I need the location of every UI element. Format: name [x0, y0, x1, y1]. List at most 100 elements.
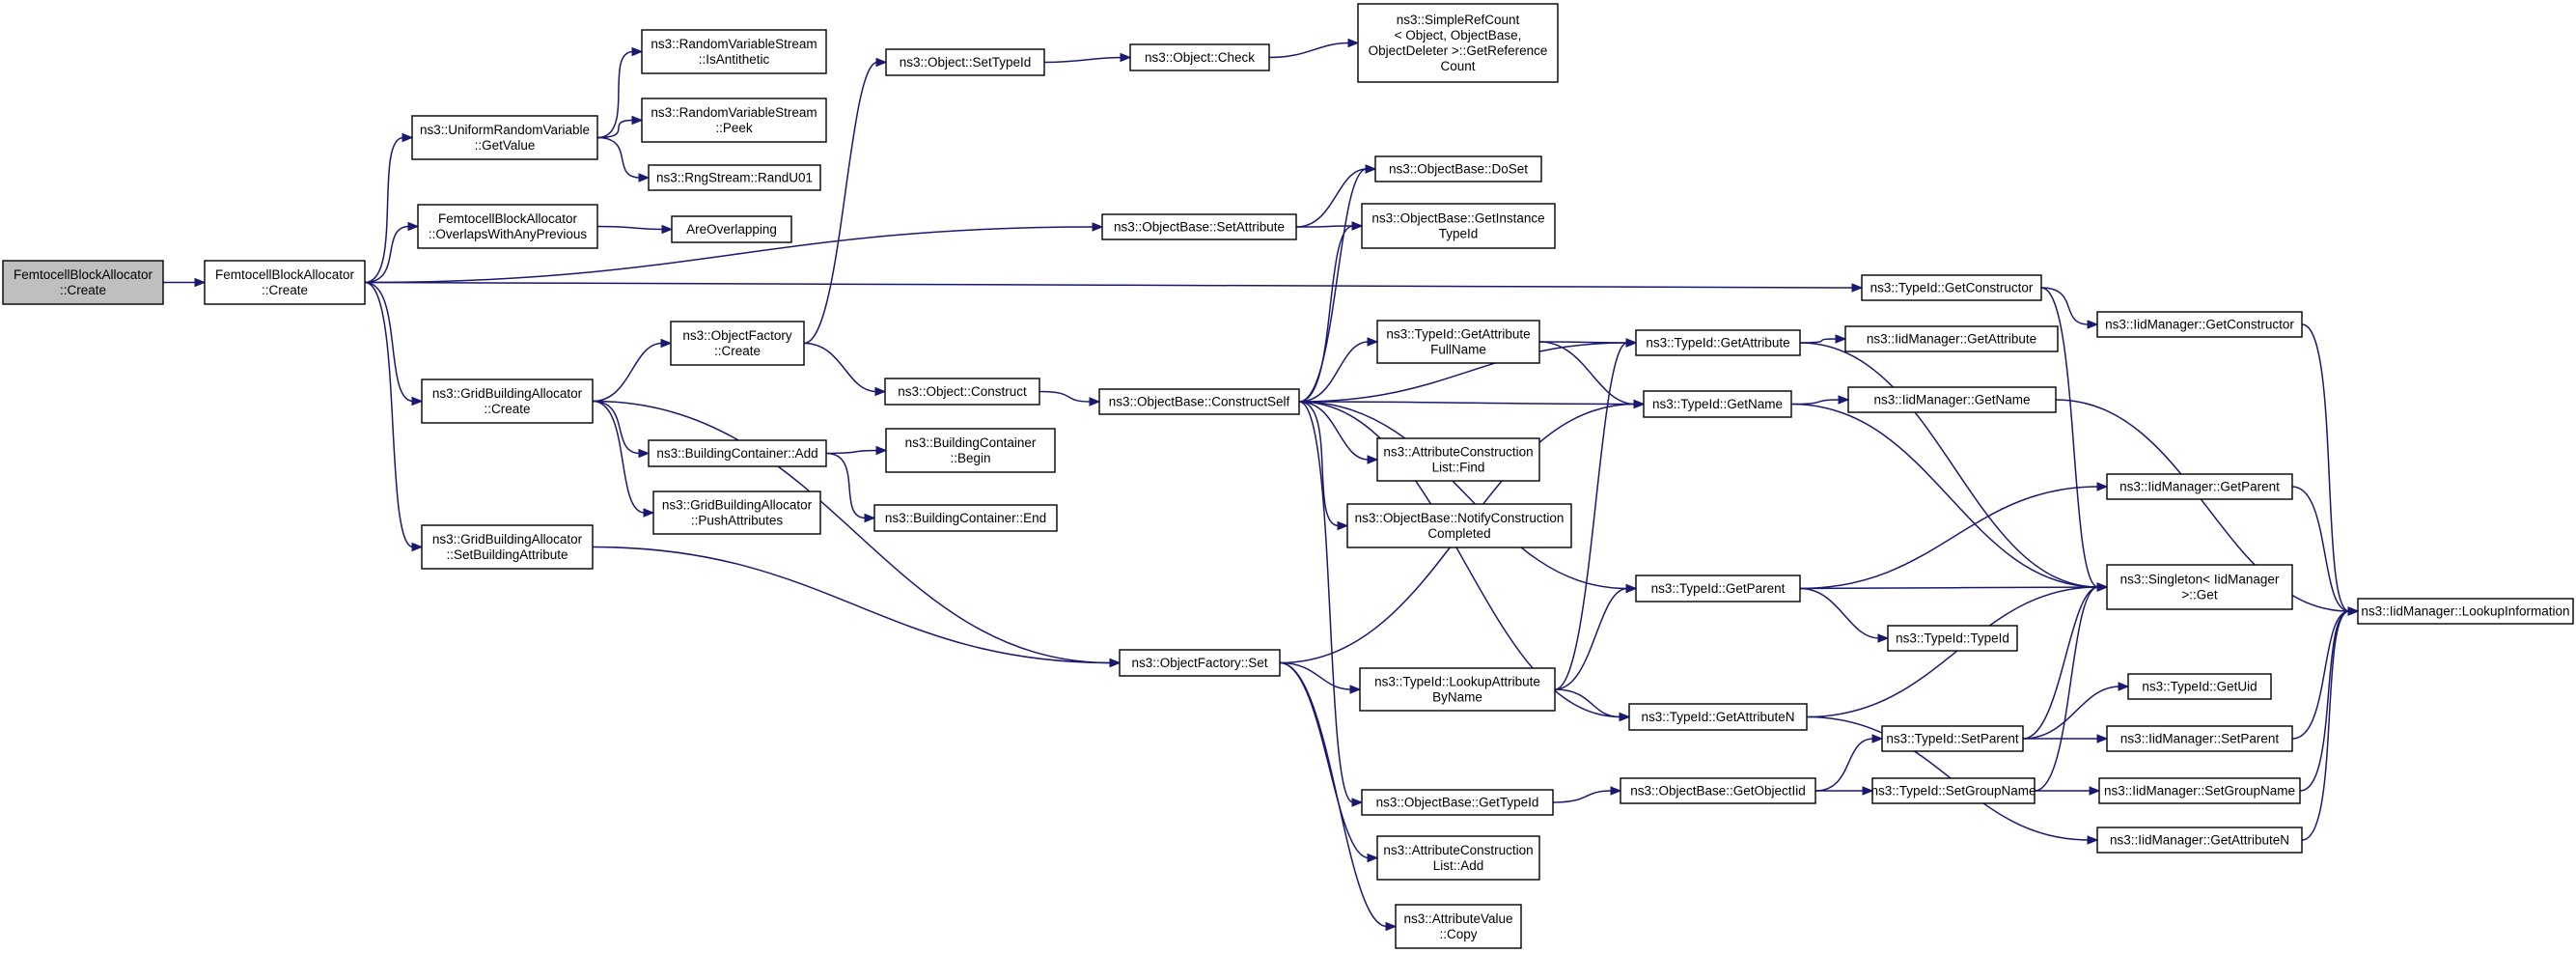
node-box	[670, 321, 805, 366]
node-gba-pushattr[interactable]: ns3::GridBuildingAllocator::PushAttribut…	[652, 491, 821, 535]
edge-arrowhead	[1367, 853, 1379, 863]
edge-tid_setparent-to-tid_getuid	[2022, 682, 2130, 740]
node-bc-begin[interactable]: ns3::BuildingContainer::Begin	[885, 428, 1056, 473]
node-av-copy[interactable]: ns3::AttributeValue::Copy	[1395, 904, 1522, 949]
node-iid-getattrn[interactable]: ns3::IidManager::GetAttributeN	[2096, 827, 2303, 854]
node-label: ns3::AttributeConstruction	[1383, 444, 1533, 459]
node-rvs-isanti[interactable]: ns3::RandomVariableStream::IsAntithetic	[641, 29, 827, 74]
node-ob-doset[interactable]: ns3::ObjectBase::DoSet	[1374, 155, 1542, 182]
node-fba-overlaps[interactable]: FemtocellBlockAllocator::OverlapsWithAny…	[417, 204, 598, 249]
node-label: ::GetValue	[475, 138, 536, 153]
node-label: ns3::ObjectBase::ConstructSelf	[1109, 394, 1290, 408]
edge-line	[1279, 661, 1352, 690]
edge-arrowhead	[1351, 221, 1364, 231]
node-tid-setparent[interactable]: ns3::TypeId::SetParent	[1881, 725, 2024, 752]
node-singleton-get[interactable]: ns3::Singleton< IidManager>::Get	[2106, 564, 2293, 610]
node-iid-setgroupname[interactable]: ns3::IidManager::SetGroupName	[2098, 777, 2301, 804]
edge-arrowhead	[661, 224, 674, 235]
node-tid-getparent[interactable]: ns3::TypeId::GetParent	[1635, 575, 1801, 603]
node-iid-lookupinfo[interactable]: ns3::IidManager::LookupInformation	[2357, 598, 2574, 625]
node-fba-create[interactable]: FemtocellBlockAllocator::Create	[204, 260, 366, 305]
edge-line	[364, 281, 414, 403]
node-gba-create[interactable]: ns3::GridBuildingAllocator::Create	[421, 378, 594, 424]
node-tid-getconstructor[interactable]: ns3::TypeId::GetConstructor	[1861, 274, 2042, 301]
node-obj-check[interactable]: ns3::Object::Check	[1129, 43, 1270, 71]
node-box	[2106, 564, 2293, 610]
edge-line	[1790, 403, 2099, 588]
node-iid-getattr[interactable]: ns3::IidManager::GetAttribute	[1844, 325, 2059, 352]
edge-fba_create-to-urv_getvalue	[364, 132, 414, 284]
edge-line	[1814, 738, 1874, 792]
node-label: ::Create	[484, 402, 530, 416]
edge-iid_getattrn-to-iid_lookupinfo	[2301, 606, 2360, 841]
edge-line	[1298, 401, 1636, 406]
node-gba-setbuildattr[interactable]: ns3::GridBuildingAllocator::SetBuildingA…	[421, 524, 594, 570]
node-bc-end[interactable]: ns3::BuildingContainer::End	[873, 504, 1058, 532]
node-box	[1374, 155, 1542, 182]
node-box	[421, 378, 594, 424]
edge-ob_constructself-to-tid_getname	[1298, 399, 1646, 409]
node-are-overlapping[interactable]: AreOverlapping	[671, 215, 792, 243]
edge-bc_add-to-bc_end	[825, 452, 876, 523]
edge-iid_setparent-to-iid_lookupinfo	[2291, 606, 2360, 740]
node-label: ::PushAttributes	[691, 513, 784, 527]
node-ob-getobjectiid[interactable]: ns3::ObjectBase::GetObjectIid	[1620, 777, 1816, 804]
node-tid-typeid[interactable]: ns3::TypeId::TypeId	[1887, 625, 2018, 652]
node-iid-setparent[interactable]: ns3::IidManager::SetParent	[2106, 725, 2293, 752]
edge-line	[1298, 225, 1354, 403]
edge-line	[1279, 661, 1388, 928]
node-ob-gettypeid[interactable]: ns3::ObjectBase::GetTypeId	[1361, 789, 1554, 816]
edge-arrowhead	[1838, 395, 1850, 405]
edge-arrowhead	[1633, 399, 1646, 409]
edge-ob_constructself-to-ob_gettypeid	[1298, 401, 1364, 807]
node-ob-constructself[interactable]: ns3::ObjectBase::ConstructSelf	[1098, 388, 1300, 415]
node-rng-randu01[interactable]: ns3::RngStream::RandU01	[648, 164, 821, 191]
edge-arrowhead	[643, 508, 655, 518]
node-objfactory-set[interactable]: ns3::ObjectFactory::Set	[1119, 649, 1281, 677]
node-label: ns3::ObjectBase::GetObjectIid	[1630, 783, 1806, 798]
node-obj-construct[interactable]: ns3::Object::Construct	[884, 378, 1040, 406]
node-rvs-peek[interactable]: ns3::RandomVariableStream::Peek	[641, 98, 827, 143]
node-label: List::Add	[1433, 858, 1484, 873]
node-srefcount[interactable]: ns3::SimpleRefCount< Object, ObjectBase,…	[1357, 3, 1559, 83]
node-label: AreOverlapping	[686, 222, 777, 237]
node-ob-setattr[interactable]: ns3::ObjectBase::SetAttribute	[1101, 213, 1297, 240]
node-box	[1098, 388, 1300, 415]
edge-arrowhead	[2096, 582, 2109, 592]
node-label: ns3::TypeId::GetConstructor	[1870, 280, 2034, 294]
node-iid-getname[interactable]: ns3::IidManager::GetName	[1847, 386, 2057, 413]
edge-tid_setgroupname-to-iid_setgroupname	[2034, 786, 2101, 796]
edge-line	[2022, 586, 2099, 740]
node-tid-getname[interactable]: ns3::TypeId::GetName	[1643, 390, 1792, 418]
node-box	[1844, 325, 2059, 352]
edge-arrowhead	[1337, 520, 1349, 531]
edge-arrowhead	[874, 386, 887, 397]
node-tid-setgroupname[interactable]: ns3::TypeId::SetGroupName	[1870, 777, 2036, 804]
node-tid-getattr[interactable]: ns3::TypeId::GetAttribute	[1635, 329, 1801, 356]
node-tid-getuid[interactable]: ns3::TypeId::GetUid	[2127, 673, 2272, 700]
node-objfactory-create[interactable]: ns3::ObjectFactory::Create	[670, 321, 805, 366]
edge-tid_setparent-to-iid_setparent	[2022, 734, 2109, 743]
node-obj-settypeid[interactable]: ns3::Object::SetTypeId	[885, 48, 1045, 76]
edge-line	[364, 281, 1854, 289]
node-ob-notify[interactable]: ns3::ObjectBase::NotifyConstructionCompl…	[1346, 503, 1572, 548]
edge-arrowhead	[1109, 658, 1122, 668]
node-bc-add[interactable]: ns3::BuildingContainer::Add	[648, 439, 827, 467]
node-box	[1376, 320, 1540, 364]
edge-arrowhead	[875, 57, 888, 68]
node-iid-getparent[interactable]: ns3::IidManager::GetParent	[2106, 473, 2293, 500]
node-urv-getvalue[interactable]: ns3::UniformRandomVariable::GetValue	[411, 115, 598, 160]
node-iid-getconstructor[interactable]: ns3::IidManager::GetConstructor	[2096, 311, 2303, 338]
node-root[interactable]: FemtocellBlockAllocator::Create	[2, 260, 164, 305]
edge-line	[1799, 342, 2099, 588]
node-tid-getattrn[interactable]: ns3::TypeId::GetAttributeN	[1628, 703, 1808, 731]
node-box	[2096, 827, 2303, 854]
edge-arrowhead	[411, 396, 424, 406]
node-label: ns3::ObjectBase::DoSet	[1389, 161, 1528, 176]
node-label: ns3::TypeId::GetUid	[2142, 679, 2257, 693]
